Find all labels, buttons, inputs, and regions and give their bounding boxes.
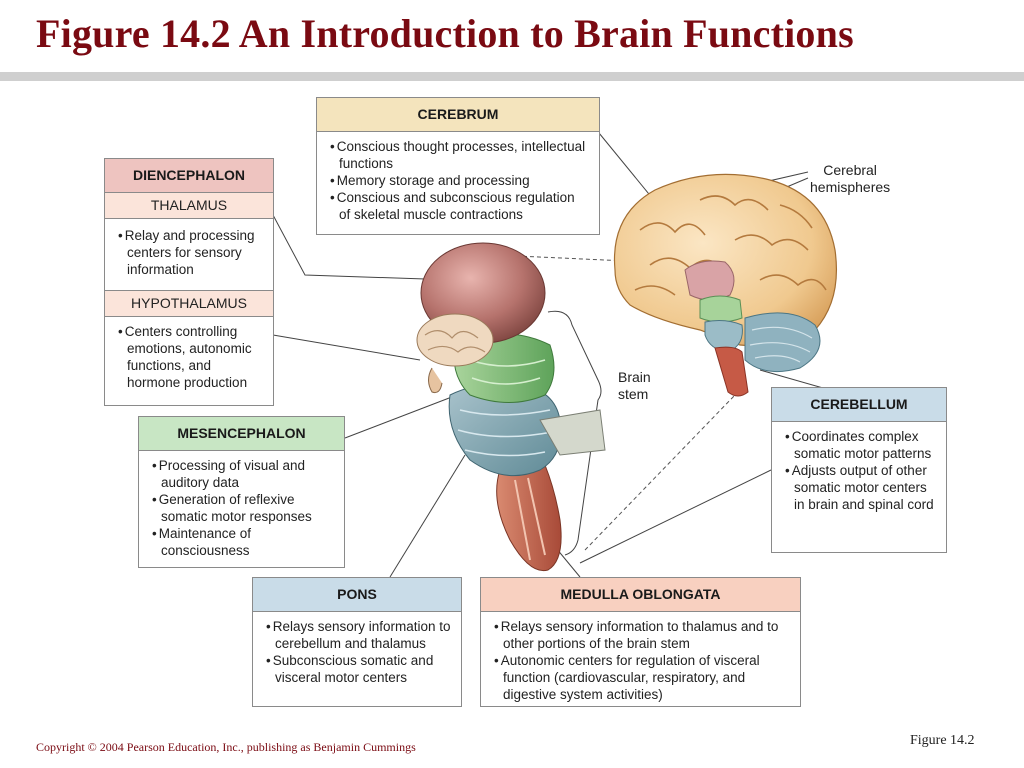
cerebrum-item: Conscious thought processes, intellectua… — [329, 138, 589, 172]
mesencephalon-item: Maintenance of consciousness — [151, 525, 334, 559]
medulla-item: Relays sensory information to thalamus a… — [493, 618, 790, 652]
slide-title: Figure 14.2 An Introduction to Brain Fun… — [36, 11, 854, 56]
cerebrum-list: Conscious thought processes, intellectua… — [317, 132, 599, 231]
thalamus-header: THALAMUS — [105, 193, 273, 219]
pons-box: PONS Relays sensory information to cereb… — [252, 577, 462, 707]
cerebellum-leader-line — [579, 469, 772, 564]
diencephalon-box: DIENCEPHALON THALAMUS Relay and processi… — [104, 158, 274, 406]
brain-stem-label: Brain stem — [618, 369, 651, 402]
cerebrum-box: CEREBRUM Conscious thought processes, in… — [316, 97, 600, 235]
cerebellum-leader-right — [759, 369, 824, 389]
figure-label: Figure 14.2 — [910, 733, 975, 748]
whole-brain-drawing — [613, 173, 838, 397]
hypothalamus-item: Centers controlling emotions, autonomic … — [117, 323, 267, 391]
cerebellum-item: Adjusts output of other somatic motor ce… — [784, 462, 940, 513]
cerebral-hemispheres-label: Cerebral hemispheres — [810, 162, 891, 195]
title-divider — [0, 72, 1024, 81]
hypothalamus-header: HYPOTHALAMUS — [105, 290, 273, 317]
pons-leader-line — [389, 454, 466, 578]
mesencephalon-item: Processing of visual and auditory data — [151, 457, 334, 491]
hypothalamus-list: Centers controlling emotions, autonomic … — [105, 317, 273, 397]
cerebrum-item: Conscious and subconscious regulation of… — [329, 189, 589, 223]
mesencephalon-list: Processing of visual and auditory data G… — [139, 451, 344, 567]
pons-list: Relays sensory information to cerebellum… — [253, 612, 461, 694]
pons-item: Subconscious somatic and visceral motor … — [265, 652, 451, 686]
cerebellum-header: CEREBELLUM — [772, 388, 946, 422]
mesencephalon-header: MESENCEPHALON — [139, 417, 344, 451]
thalamus-leader-line — [272, 214, 456, 281]
medulla-box: MEDULLA OBLONGATA Relays sensory informa… — [480, 577, 801, 707]
cerebrum-item: Memory storage and processing — [329, 172, 589, 189]
medulla-item: Autonomic centers for regulation of visc… — [493, 652, 790, 703]
pons-item: Relays sensory information to cerebellum… — [265, 618, 451, 652]
thalamus-list: Relay and processing centers for sensory… — [105, 219, 273, 290]
mesencephalon-item: Generation of reflexive somatic motor re… — [151, 491, 334, 525]
cerebrum-header: CEREBRUM — [317, 98, 599, 132]
cerebellum-box: CEREBELLUM Coordinates complex somatic m… — [771, 387, 947, 553]
hypothalamus-leader-line — [272, 334, 421, 361]
copyright-text: Copyright © 2004 Pearson Education, Inc.… — [36, 740, 416, 754]
brain-stem-drawing — [416, 242, 606, 572]
medulla-header: MEDULLA OBLONGATA — [481, 578, 800, 612]
cerebellum-item: Coordinates complex somatic motor patter… — [784, 428, 940, 462]
pons-header: PONS — [253, 578, 461, 612]
brain-stem-brace — [547, 310, 602, 556]
thalamus-item: Relay and processing centers for sensory… — [117, 227, 267, 278]
diencephalon-header: DIENCEPHALON — [105, 159, 273, 193]
medulla-list: Relays sensory information to thalamus a… — [481, 612, 800, 711]
cerebellum-list: Coordinates complex somatic motor patter… — [772, 422, 946, 519]
mesencephalon-box: MESENCEPHALON Processing of visual and a… — [138, 416, 345, 568]
